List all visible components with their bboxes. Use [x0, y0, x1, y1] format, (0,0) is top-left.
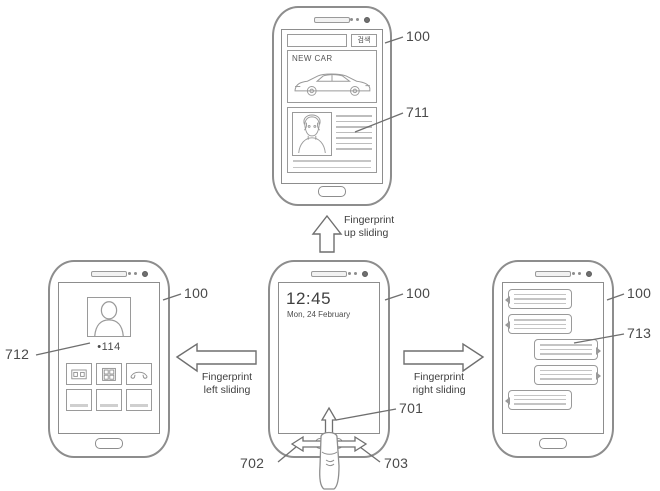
sensor-dot-icon — [354, 272, 357, 275]
person-avatar-icon — [87, 297, 131, 337]
sensor-dot-icon — [128, 272, 131, 275]
article-card[interactable] — [287, 107, 377, 173]
ref-label-701: 701 — [399, 400, 424, 416]
caption-up-sliding: Fingerprint up sliding — [344, 214, 395, 239]
new-car-card[interactable]: NEW CAR — [287, 50, 377, 103]
phone-top[interactable]: 검색 NEW CAR — [272, 6, 392, 206]
chat-bubble[interactable] — [534, 364, 601, 385]
ref-label-713: 713 — [627, 325, 652, 341]
front-camera-icon — [142, 270, 148, 277]
home-button-icon[interactable] — [318, 186, 346, 197]
sensor-dot-icon — [348, 272, 351, 275]
phone-top-screen: 검색 NEW CAR — [281, 29, 383, 184]
article-body — [288, 108, 376, 160]
arrow-right-block — [403, 342, 485, 373]
app-tile-blank[interactable] — [96, 389, 122, 411]
front-camera-icon — [586, 270, 592, 277]
sensor-dot-icon — [578, 272, 581, 275]
car-illustration-icon — [288, 64, 376, 102]
phone-center-screen: 12:45 Mon, 24 February — [278, 282, 380, 434]
lockscreen-time: 12:45 — [286, 289, 332, 308]
ref-label-right-100: 100 — [627, 285, 652, 301]
arrow-left-block — [175, 342, 257, 373]
contact-area: •114 — [59, 283, 159, 353]
chat-bubble[interactable] — [505, 389, 572, 410]
app-tile-blank[interactable] — [66, 389, 92, 411]
sensor-dot-icon — [134, 272, 137, 275]
phone-right[interactable] — [492, 260, 614, 458]
app-message-icon[interactable] — [66, 363, 92, 385]
earpiece-speaker-icon — [311, 271, 347, 277]
ref-label-712: 712 — [5, 346, 30, 362]
lockscreen-date: Mon, 24 February — [287, 310, 351, 319]
app-grid-icon[interactable] — [96, 363, 122, 385]
search-button[interactable]: 검색 — [351, 34, 377, 47]
earpiece-speaker-icon — [314, 17, 350, 23]
app-phone-handset-icon[interactable] — [126, 363, 152, 385]
chat-bubble[interactable] — [505, 314, 572, 335]
phone-left[interactable]: •114 — [48, 260, 170, 458]
sensor-dot-icon — [356, 18, 359, 21]
caption-left-sliding: Fingerprint left sliding — [201, 371, 253, 396]
phone-center[interactable]: 12:45 Mon, 24 February — [268, 260, 390, 458]
front-camera-icon — [362, 270, 368, 277]
new-car-title: NEW CAR — [292, 54, 333, 63]
ref-label-top-100: 100 — [406, 28, 431, 44]
article-footer-lines — [288, 160, 376, 172]
ref-label-711: 711 — [406, 104, 430, 120]
search-row: 검색 — [282, 30, 382, 50]
ref-label-left-100: 100 — [184, 285, 209, 301]
search-input[interactable] — [287, 34, 347, 47]
home-button-icon[interactable] — [95, 438, 123, 449]
phone-left-screen: •114 — [58, 282, 160, 434]
arrow-up-block — [311, 214, 343, 253]
phone-right-screen — [502, 282, 604, 434]
ref-label-703: 703 — [384, 455, 409, 471]
contact-number: •114 — [97, 341, 121, 353]
caption-right-sliding: Fingerprint right sliding — [412, 371, 466, 396]
earpiece-speaker-icon — [91, 271, 127, 277]
article-text-lines — [336, 112, 372, 156]
home-button-icon[interactable] — [315, 438, 343, 449]
ref-label-center-100: 100 — [406, 285, 431, 301]
portrait-illustration-icon — [292, 112, 332, 156]
app-tile-blank[interactable] — [126, 389, 152, 411]
front-camera-icon — [364, 16, 370, 23]
sensor-dot-icon — [350, 18, 353, 21]
chat-thread — [503, 283, 603, 416]
sensor-dot-icon — [572, 272, 575, 275]
ref-label-702: 702 — [240, 455, 265, 471]
app-grid — [66, 363, 152, 411]
chat-bubble[interactable] — [505, 289, 572, 310]
earpiece-speaker-icon — [535, 271, 571, 277]
chat-bubble-highlighted[interactable] — [534, 339, 601, 360]
home-button-icon[interactable] — [539, 438, 567, 449]
